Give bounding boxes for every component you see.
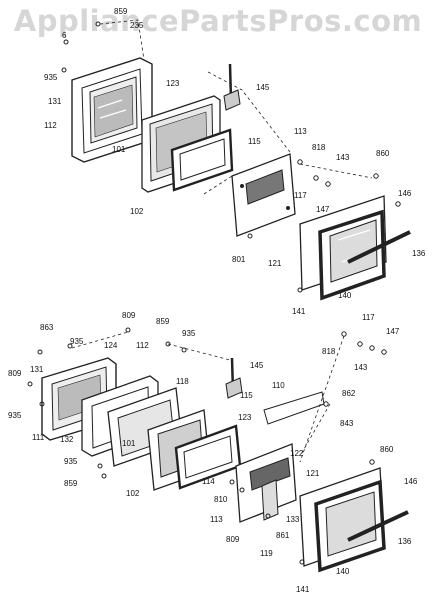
part-label: 118 xyxy=(176,377,189,386)
bottom-leader-lines xyxy=(71,331,345,463)
top-fasteners xyxy=(61,21,401,293)
part-label: 809 xyxy=(122,311,136,320)
part-label: 132 xyxy=(60,435,74,444)
part-label: 121 xyxy=(306,469,320,478)
part-label: 6 xyxy=(62,31,67,40)
part-label: 818 xyxy=(312,143,326,152)
part-label: 935 xyxy=(64,457,78,466)
bottom-bracket-110 xyxy=(263,391,325,425)
part-label: 146 xyxy=(398,189,412,198)
part-label: 115 xyxy=(240,391,253,400)
part-label: 818 xyxy=(322,347,336,356)
part-label: 102 xyxy=(126,489,140,498)
part-label: 115 xyxy=(248,137,261,146)
part-label: 131 xyxy=(30,365,44,374)
part-label: 117 xyxy=(362,313,375,322)
part-label: 112 xyxy=(136,341,149,350)
part-label: 145 xyxy=(250,361,264,370)
part-label: 859 xyxy=(64,479,78,488)
part-label: 146 xyxy=(404,477,418,486)
top-hinge-145 xyxy=(223,63,241,111)
part-label: 147 xyxy=(316,205,330,214)
part-label: 111 xyxy=(32,433,45,442)
part-label: 123 xyxy=(238,413,252,422)
part-label: 113 xyxy=(210,515,223,524)
part-label: 141 xyxy=(292,307,306,316)
part-label: 113 xyxy=(294,127,307,136)
part-label: 935 xyxy=(182,329,196,338)
part-label: 136 xyxy=(412,249,426,258)
part-label: 810 xyxy=(214,495,228,504)
part-label: 935 xyxy=(44,73,58,82)
bottom-hinge-145 xyxy=(225,357,243,399)
part-label: 935 xyxy=(8,411,22,420)
watermark: AppliancePartsPros.com xyxy=(13,4,423,38)
part-label: 143 xyxy=(354,363,368,372)
bottom-inner-panel xyxy=(235,443,297,523)
part-label: 141 xyxy=(296,585,310,594)
part-label: 102 xyxy=(130,207,144,216)
part-label: 123 xyxy=(166,79,180,88)
part-label: 110 xyxy=(272,381,285,390)
part-label: 843 xyxy=(340,419,354,428)
part-label: 859 xyxy=(156,317,170,326)
part-label: 143 xyxy=(336,153,350,162)
part-label: 101 xyxy=(112,145,126,154)
part-label: 863 xyxy=(40,323,54,332)
part-label: 112 xyxy=(44,121,57,130)
part-label: 140 xyxy=(338,291,352,300)
part-label: 145 xyxy=(256,83,270,92)
part-label: 121 xyxy=(268,259,282,268)
part-label: 114 xyxy=(202,477,215,486)
part-label: 809 xyxy=(8,369,22,378)
bottom-part-labels: 809 859 935 863 935 124 112 117 147 131 … xyxy=(8,311,418,594)
top-inner-gasket xyxy=(170,128,234,192)
part-label: 133 xyxy=(286,515,300,524)
top-inner-panel xyxy=(231,153,296,237)
part-label: 801 xyxy=(232,255,246,264)
part-label: 122 xyxy=(290,449,304,458)
part-label: 860 xyxy=(380,445,394,454)
part-label: 235 xyxy=(130,21,144,30)
part-label: 124 xyxy=(104,341,118,350)
part-label: 859 xyxy=(114,7,128,16)
part-label: 140 xyxy=(336,567,350,576)
part-label: 860 xyxy=(376,149,390,158)
top-leader-lines xyxy=(99,19,373,195)
part-label: 136 xyxy=(398,537,412,546)
part-label: 119 xyxy=(260,549,273,558)
part-label: 131 xyxy=(48,97,62,106)
part-label: 101 xyxy=(122,439,136,448)
bottom-outer-glass-door xyxy=(299,467,409,573)
part-label: 862 xyxy=(342,389,356,398)
top-outer-glass-door xyxy=(299,195,411,301)
part-label: 809 xyxy=(226,535,240,544)
part-label: 147 xyxy=(386,327,400,336)
part-label: 861 xyxy=(276,531,290,540)
part-label: 935 xyxy=(70,337,84,346)
part-label: 117 xyxy=(294,191,307,200)
top-part-labels: 859 235 6 935 131 123 112 145 101 115 11… xyxy=(44,7,426,316)
